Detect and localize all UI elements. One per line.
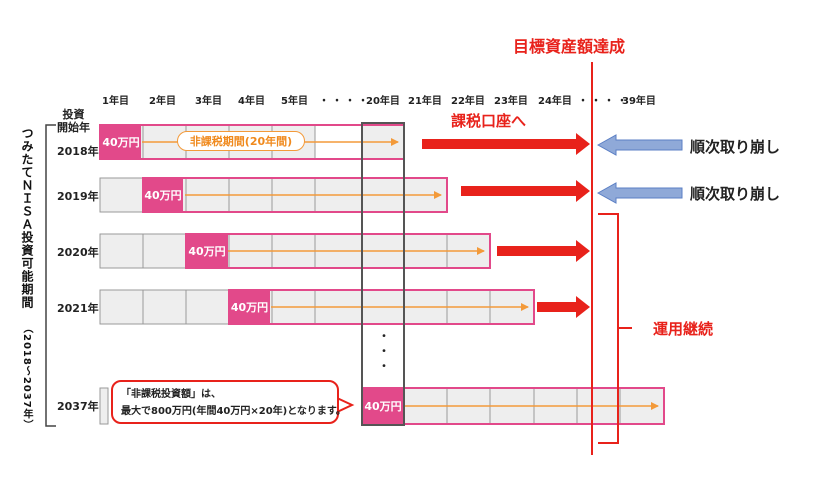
amount-box-2020: 40万円 xyxy=(186,234,228,268)
year-label-1: 1年目 xyxy=(102,96,129,107)
taxable-account-label: 課税口座へ xyxy=(451,112,527,130)
empty-cell xyxy=(99,233,144,269)
year-label-24: 24年目 xyxy=(538,96,572,107)
tax-free-period-label: 非課税期間(20年間) xyxy=(177,131,305,151)
vertical-ellipsis: ・・・ xyxy=(377,330,390,375)
amount-box-2021: 40万円 xyxy=(229,290,270,324)
empty-cell xyxy=(99,177,144,213)
side-bracket xyxy=(45,124,56,427)
callout-line-2: 最大で800万円(年間40万円×20年)となります。 xyxy=(121,406,346,417)
year-dots-2: ・・・・ xyxy=(578,96,630,107)
year-label-5: 5年目 xyxy=(281,96,308,107)
taxable-arrow-shaft xyxy=(422,139,576,149)
year-label-22: 22年目 xyxy=(451,96,485,107)
withdrawal-label-2: 順次取り崩し xyxy=(690,185,781,203)
empty-cell xyxy=(185,289,230,325)
year-label-21: 21年目 xyxy=(408,96,442,107)
withdrawal-arrow xyxy=(596,134,683,156)
row-year-2019: 2019年 xyxy=(57,190,99,203)
continued-bracket xyxy=(598,213,632,444)
withdrawal-arrow xyxy=(596,182,683,204)
year-label-39: 39年目 xyxy=(622,96,656,107)
goal-label: 目標資産額達成 xyxy=(513,37,626,56)
taxable-arrow-head xyxy=(576,133,590,155)
year20-column-highlight xyxy=(361,122,405,426)
year-label-20: 20年目 xyxy=(366,96,400,107)
vertical-range: （2018〜2037年） xyxy=(21,323,32,431)
amount-box-2019: 40万円 xyxy=(143,178,183,212)
year-label-4: 4年目 xyxy=(238,96,265,107)
taxable-arrow-head xyxy=(576,240,590,262)
taxable-arrow-shaft xyxy=(537,302,576,312)
taxable-arrow-head xyxy=(576,296,590,318)
row-year-2037: 2037年 xyxy=(57,400,99,413)
year-dots-1: ・・・・ xyxy=(319,96,371,107)
year-label-2: 2年目 xyxy=(149,96,176,107)
amount-box-2037: 40万円 xyxy=(363,388,403,424)
empty-cell xyxy=(142,233,187,269)
empty-cell xyxy=(142,289,187,325)
withdrawal-label-1: 順次取り崩し xyxy=(690,138,781,156)
empty-cell xyxy=(99,289,144,325)
row-year-2021: 2021年 xyxy=(57,302,99,315)
row-year-2020: 2020年 xyxy=(57,246,99,259)
empty-cell xyxy=(99,387,109,425)
vertical-title: つみたてＮＩＳＡ投資可能期間 xyxy=(20,127,34,309)
amount-box-2018: 40万円 xyxy=(101,125,141,159)
year-label-3: 3年目 xyxy=(195,96,222,107)
taxable-arrow-shaft xyxy=(461,186,576,196)
taxable-arrow-head xyxy=(576,180,590,202)
callout-line-1: 「非課税投資額」は、 xyxy=(121,389,221,400)
continued-management-label: 運用継続 xyxy=(653,320,714,338)
row-year-2018: 2018年 xyxy=(57,145,99,158)
year-label-23: 23年目 xyxy=(494,96,528,107)
start-year-label: 投資 開始年 xyxy=(57,108,90,134)
callout-box: 「非課税投資額」は、 最大で800万円(年間40万円×20年)となります。 xyxy=(111,380,346,424)
taxable-arrow-shaft xyxy=(497,246,576,256)
